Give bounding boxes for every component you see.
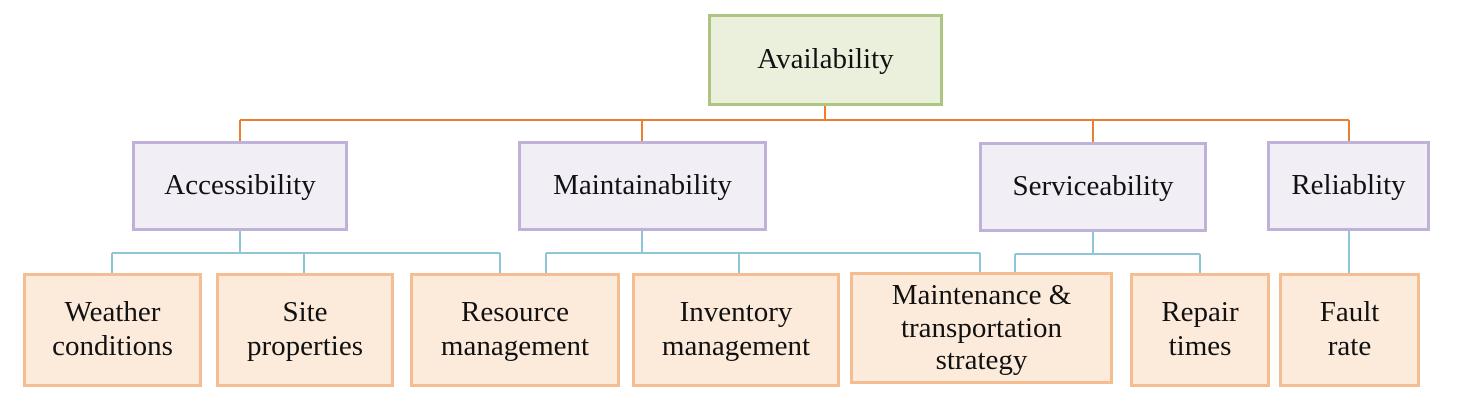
node-site-properties: Site properties: [216, 273, 394, 387]
node-maintenance-transportation-strategy-label: Maintenance & transportation strategy: [891, 278, 1072, 377]
node-serviceability: Serviceability: [979, 142, 1207, 232]
node-serviceability-label: Serviceability: [1012, 170, 1174, 203]
node-repair-times: Repair times: [1130, 273, 1270, 387]
node-fault-rate-label: Fault rate: [1319, 296, 1380, 362]
node-accessibility-label: Accessibility: [164, 169, 316, 202]
node-reliability: Reliablity: [1267, 141, 1430, 231]
level2-connectors: [111, 231, 1350, 273]
node-accessibility: Accessibility: [132, 141, 348, 231]
level1-connectors: [239, 106, 1350, 142]
node-maintainability: Maintainability: [518, 141, 767, 231]
node-weather-conditions: Weather conditions: [23, 273, 202, 387]
node-maintenance-transportation-strategy: Maintenance & transportation strategy: [850, 272, 1113, 384]
node-site-properties-label: Site properties: [247, 296, 363, 362]
node-availability: Availability: [708, 14, 943, 106]
node-inventory-management: Inventory management: [632, 273, 840, 387]
node-resource-management-label: Resource management: [440, 296, 590, 362]
node-repair-times-label: Repair times: [1161, 296, 1239, 362]
node-fault-rate: Fault rate: [1279, 273, 1420, 387]
node-resource-management: Resource management: [410, 273, 620, 387]
node-inventory-management-label: Inventory management: [661, 296, 811, 362]
node-weather-conditions-label: Weather conditions: [52, 296, 173, 362]
node-reliability-label: Reliablity: [1291, 169, 1406, 202]
node-availability-label: Availability: [757, 43, 894, 76]
node-maintainability-label: Maintainability: [553, 169, 732, 202]
